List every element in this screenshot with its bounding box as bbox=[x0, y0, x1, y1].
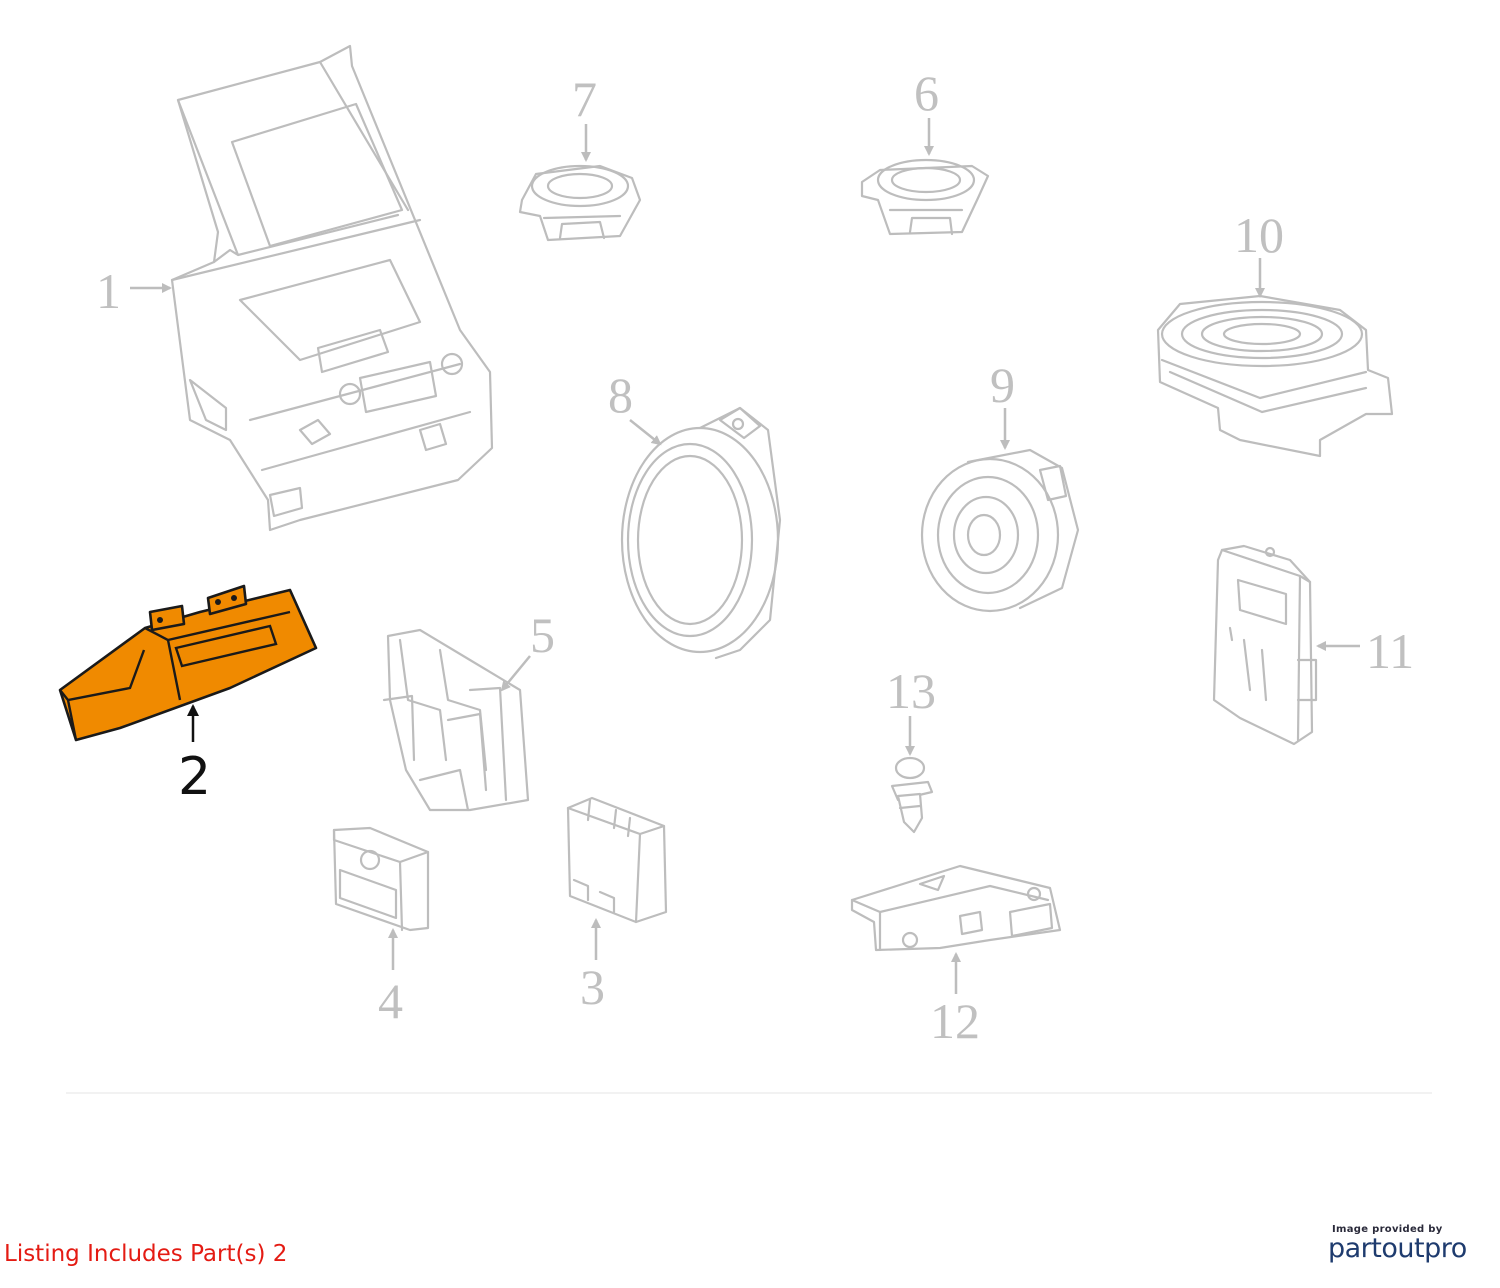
part-9-speaker bbox=[920, 448, 1080, 613]
part-5-bracket bbox=[382, 628, 530, 812]
partoutpro-logo: partoutpro bbox=[1328, 1233, 1467, 1264]
part-2-highlighted-module bbox=[58, 584, 318, 742]
part-3-control-module bbox=[566, 796, 668, 924]
callout-4: 4 bbox=[378, 928, 403, 1029]
part-6-speaker-ring bbox=[860, 158, 990, 236]
callout-5: 5 bbox=[500, 607, 555, 692]
part-8-speaker-frame bbox=[620, 406, 782, 660]
callout-5-label: 5 bbox=[530, 607, 555, 663]
callout-11: 11 bbox=[1316, 623, 1414, 679]
callout-13-label: 13 bbox=[886, 663, 936, 719]
part-13-push-clip bbox=[890, 756, 934, 834]
part-4-bracket-module bbox=[332, 826, 430, 932]
callout-10: 10 bbox=[1234, 207, 1284, 298]
part-7-speaker-ring bbox=[518, 164, 642, 242]
callout-11-label: 11 bbox=[1366, 623, 1414, 679]
part-11-module bbox=[1212, 544, 1318, 746]
listing-includes-note: Listing Includes Part(s) 2 bbox=[4, 1241, 288, 1267]
part-1-radio-display-unit bbox=[170, 44, 494, 532]
callout-1: 1 bbox=[96, 263, 172, 319]
callout-2: 2 bbox=[178, 704, 211, 807]
callout-9-label: 9 bbox=[990, 357, 1015, 413]
callout-4-label: 4 bbox=[378, 973, 403, 1029]
callout-1-label: 1 bbox=[96, 263, 121, 319]
callout-7-label: 7 bbox=[572, 71, 597, 127]
callout-2-label: 2 bbox=[178, 747, 211, 807]
callout-13: 13 bbox=[886, 663, 936, 756]
callout-6-label: 6 bbox=[914, 65, 939, 121]
part-12-bracket-plate bbox=[850, 864, 1062, 952]
callout-3-label: 3 bbox=[580, 959, 605, 1015]
callout-12: 12 bbox=[930, 952, 980, 1049]
callout-10-label: 10 bbox=[1234, 207, 1284, 263]
callout-7: 7 bbox=[572, 71, 597, 162]
image-credit: Image provided by partoutpro bbox=[1328, 1224, 1498, 1264]
callout-9: 9 bbox=[990, 357, 1015, 450]
image-credit-prefix: Image provided by bbox=[1332, 1224, 1443, 1235]
part-10-oval-speaker bbox=[1156, 294, 1394, 458]
callout-6: 6 bbox=[914, 65, 939, 156]
callout-12-label: 12 bbox=[930, 993, 980, 1049]
callout-3: 3 bbox=[580, 918, 605, 1015]
callout-8: 8 bbox=[608, 367, 662, 446]
callout-8-label: 8 bbox=[608, 367, 633, 423]
